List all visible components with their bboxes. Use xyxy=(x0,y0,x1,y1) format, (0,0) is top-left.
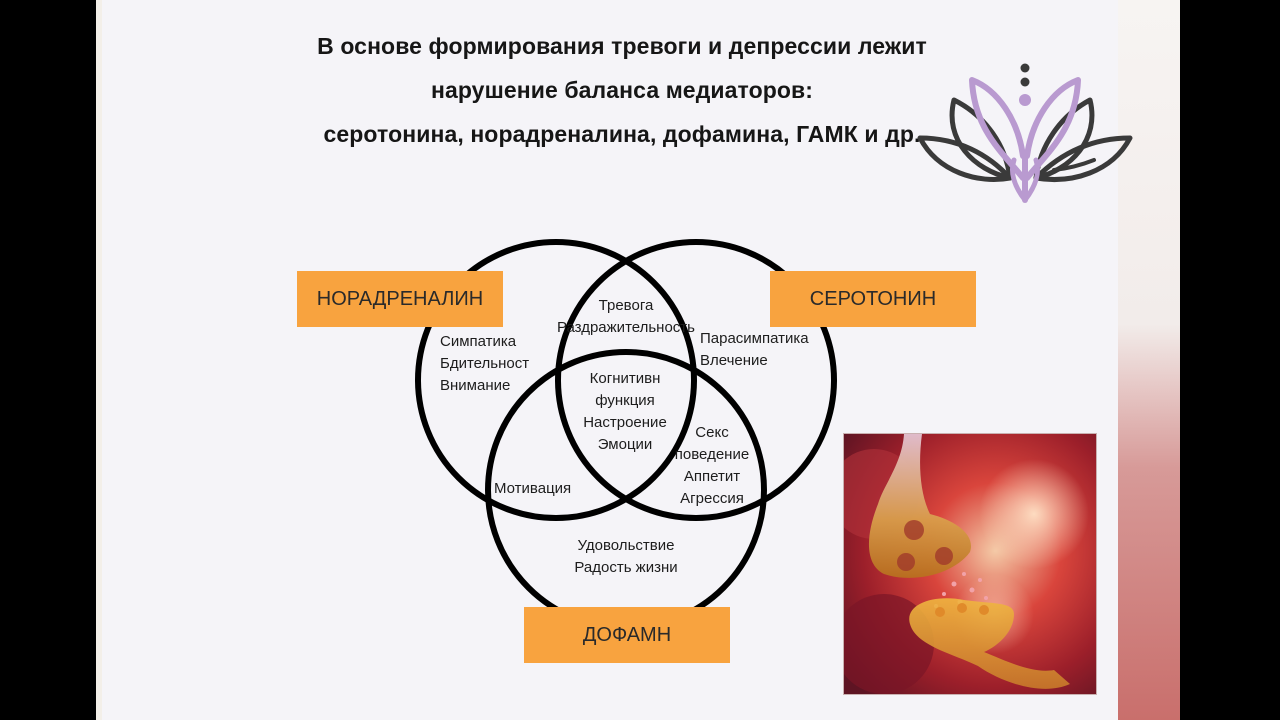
lotus-butterfly-logo-icon xyxy=(917,63,1133,203)
synapse-illustration xyxy=(843,433,1097,695)
circle-serotonin xyxy=(555,239,837,521)
region-text: функция xyxy=(595,392,655,409)
region-text: Радость жизни xyxy=(574,559,678,576)
region-text: Настроение xyxy=(583,414,667,431)
region-noradrenaline-only: Симпатика Бдительност Внимание xyxy=(440,331,529,397)
circle-noradrenaline xyxy=(415,239,697,521)
slide: В основе формирования тревоги и депресси… xyxy=(102,0,1133,720)
region-serotonin-dopamine: Секс поведение Аппетит Агрессия xyxy=(667,422,757,510)
title-line-3: серотонина, норадреналина, дофамина, ГАМ… xyxy=(323,121,921,147)
region-text: Раздражительность xyxy=(556,319,695,336)
region-text: Агрессия xyxy=(680,490,744,507)
region-text: Влечение xyxy=(700,352,768,369)
region-noradrenaline-dopamine: Мотивация xyxy=(494,478,571,500)
region-dopamine-only: Удовольствие Радость жизни xyxy=(546,535,706,579)
label-serotonin: СЕРОТОНИН xyxy=(770,271,976,327)
title-line-1: В основе формирования тревоги и депресси… xyxy=(317,33,927,59)
region-text: Парасимпатика xyxy=(700,330,809,347)
synapse-icon xyxy=(844,434,1096,694)
region-text: Тревога xyxy=(598,297,654,314)
region-text: Симпатика xyxy=(440,333,517,350)
region-text: Бдительност xyxy=(440,355,530,372)
label-noradrenaline: НОРАДРЕНАЛИН xyxy=(297,271,503,327)
background-edge-right xyxy=(1118,0,1180,720)
letterbox-left xyxy=(0,0,102,720)
venn-diagram xyxy=(415,239,837,631)
region-text: Мотивация xyxy=(494,480,572,497)
title-line-2: нарушение баланса медиаторов: xyxy=(430,77,814,103)
background-edge-left xyxy=(96,0,104,720)
region-text: Удовольствие xyxy=(577,537,675,554)
region-text: Эмоции xyxy=(597,436,653,453)
region-all-three: Когнитивн функция Настроение Эмоции xyxy=(560,368,690,456)
region-noradrenaline-serotonin: Тревога Раздражительность xyxy=(536,295,716,339)
region-text: Внимание xyxy=(440,377,511,394)
region-text: Когнитивн xyxy=(589,370,661,387)
region-text: поведение xyxy=(674,446,750,463)
slide-title: В основе формирования тревоги и депресси… xyxy=(252,24,992,156)
label-dopamine: ДОФАМН xyxy=(524,607,730,663)
region-text: Секс xyxy=(695,424,729,441)
region-serotonin-only: Парасимпатика Влечение xyxy=(700,328,809,372)
letterbox-right xyxy=(1178,0,1280,720)
region-text: Аппетит xyxy=(683,468,741,485)
